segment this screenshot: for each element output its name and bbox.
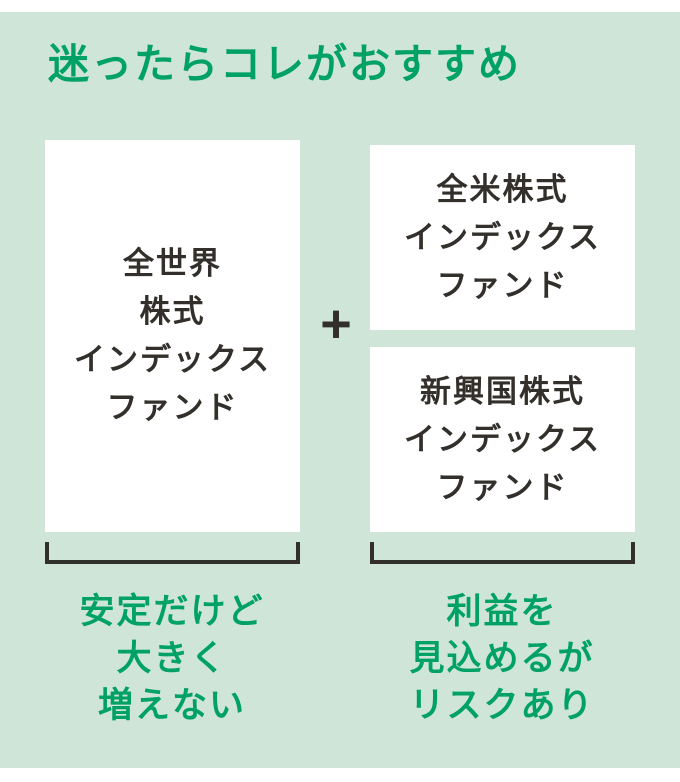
fund-box-emerging-equity: 新興国株式 インデックス ファンド bbox=[370, 347, 635, 532]
left-caption: 安定だけど 大きく 増えない bbox=[79, 592, 265, 725]
fund-box-global-equity: 全世界 株式 インデックス ファンド bbox=[45, 140, 300, 532]
right-caption: 利益を 見込めるが リスクあり bbox=[409, 592, 595, 725]
plus-sign: + bbox=[320, 294, 352, 354]
right-underbrace bbox=[370, 542, 635, 564]
page-title: 迷ったらコレがおすすめ bbox=[48, 41, 521, 87]
fund-box-us-equity: 全米株式 インデックス ファンド bbox=[370, 145, 635, 330]
left-underbrace bbox=[45, 542, 300, 564]
